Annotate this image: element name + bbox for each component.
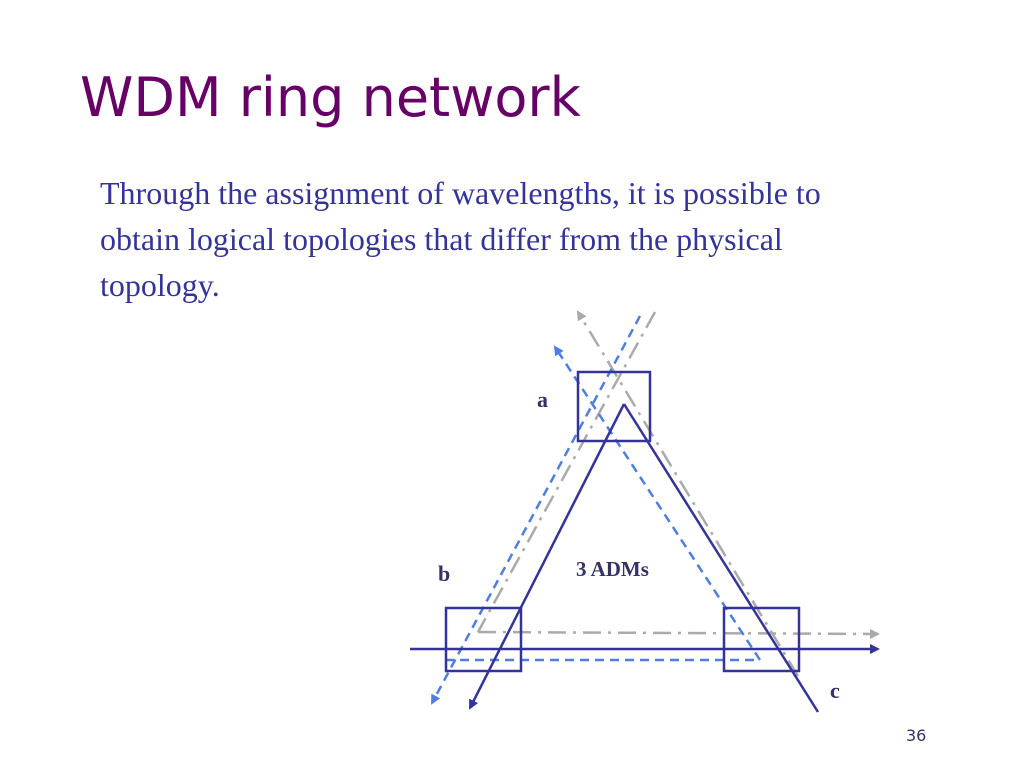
slide-title: WDM ring network — [80, 66, 581, 129]
fiber-a-c — [622, 403, 820, 713]
blue-lightpath-ca — [553, 345, 762, 661]
gray-lightpath-ca — [576, 310, 800, 677]
fiber-a-b — [468, 403, 626, 710]
adm-node-c — [722, 606, 801, 673]
gray-lightpath-ab — [476, 311, 657, 633]
gray-lightpath — [476, 310, 880, 677]
node-label-c: c — [830, 678, 840, 703]
gray-lightpath-bc — [477, 628, 880, 639]
adm-node-b — [444, 606, 523, 673]
center-label: 3 ADMs — [576, 557, 649, 581]
page-number: 36 — [906, 726, 927, 745]
body-text: Through the assignment of wavelengths, i… — [100, 175, 821, 303]
adm-node-a — [576, 370, 652, 443]
blue-lightpath — [430, 315, 762, 705]
blue-lightpath-ab — [430, 315, 642, 705]
node-label-a: a — [537, 387, 548, 412]
node-label-b: b — [438, 561, 450, 586]
